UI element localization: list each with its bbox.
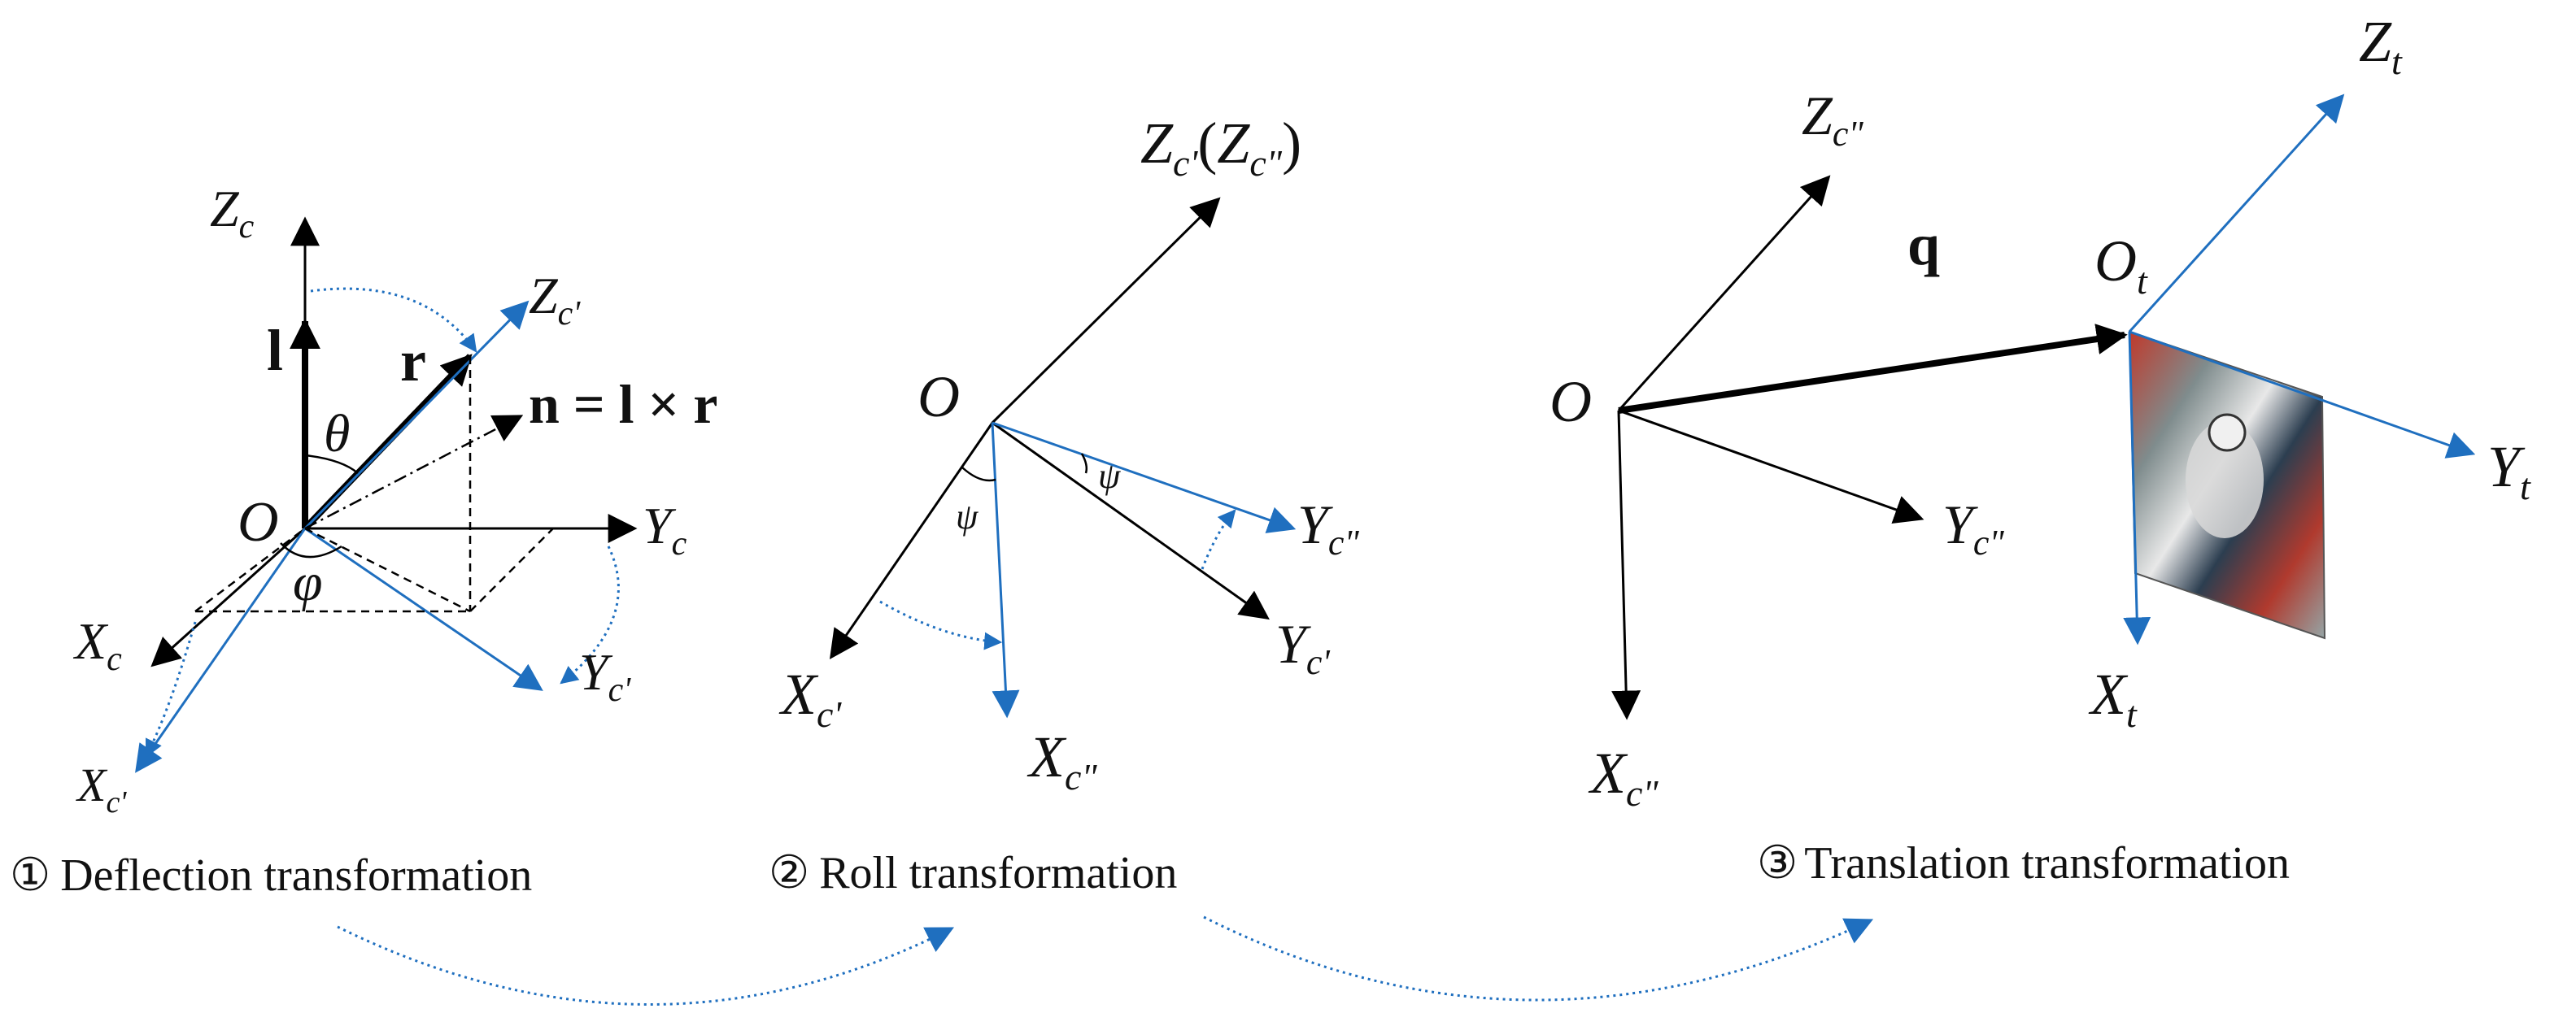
theta-arc	[304, 454, 359, 474]
yc2-axis-roll	[992, 421, 1297, 533]
label-zc: Zc	[210, 180, 255, 246]
zc2-axis-trans	[1617, 175, 1831, 412]
label-yc: Yc	[643, 497, 687, 563]
yt-axis	[2129, 330, 2476, 459]
phi-arc	[280, 542, 342, 559]
yc1-axis	[304, 527, 543, 691]
label-n-equation: n = l × r	[529, 373, 717, 435]
label-theta: θ	[324, 404, 350, 463]
connector-2-3	[1203, 915, 1874, 1002]
label-origin1: O	[238, 491, 279, 554]
n-vector	[304, 415, 524, 530]
zt-axis	[2128, 93, 2345, 333]
proj-diagonal	[304, 527, 471, 613]
psi-arc-y	[1080, 453, 1088, 474]
label-r: r	[400, 328, 426, 393]
label-yc2-roll: Yc"	[1297, 493, 1359, 563]
xc2-axis-trans	[1611, 410, 1641, 720]
label-xc2-roll: Xc"	[1026, 724, 1097, 798]
label-yc2-trans: Yc"	[1942, 493, 2004, 563]
label-xc2-trans: Xc"	[1588, 741, 1658, 814]
yc2-axis-trans	[1618, 409, 1924, 524]
arc-y-rotation	[560, 546, 620, 685]
label-psi1: ψ	[956, 497, 979, 537]
label-zc2-trans: Zc"	[1802, 85, 1863, 154]
label-xc: Xc	[72, 612, 122, 678]
arc-x-roll	[879, 600, 1003, 650]
label-xc1-roll: Xc'	[778, 662, 842, 735]
xc1-axis-roll	[829, 422, 994, 659]
label-zt: Zt	[2359, 9, 2403, 82]
label-xt: Xt	[2088, 662, 2138, 735]
panel-deflection: Zc Zc' l r n = l × r θ O φ Yc Yc' Xc Xc'…	[10, 180, 717, 901]
label-yt: Yt	[2487, 434, 2531, 507]
zc1-axis	[303, 300, 530, 530]
proj-right	[469, 528, 554, 612]
proj-left	[194, 528, 306, 612]
q-vector	[1618, 324, 2128, 414]
yc1-axis-roll	[992, 421, 1270, 620]
label-zc1: Zc'	[529, 267, 581, 333]
arc-z-rotation	[310, 287, 477, 353]
z-axis-roll	[991, 197, 1221, 424]
xc2-axis-roll	[991, 422, 1020, 719]
label-yc1: Yc'	[579, 643, 631, 709]
label-ot: Ot	[2094, 228, 2148, 302]
arc-y-roll	[1201, 509, 1236, 570]
label-z-roll: Zc'(Zc")	[1140, 111, 1301, 184]
label-psi2: ψ	[1098, 456, 1121, 496]
label-yc1-roll: Yc'	[1275, 613, 1331, 682]
xc-axis	[150, 527, 307, 667]
label-origin2: O	[918, 364, 960, 429]
label-l: l	[267, 318, 283, 383]
label-q: q	[1907, 212, 1940, 277]
psi-arc-x	[961, 467, 996, 482]
label-xc1: Xc'	[76, 759, 127, 819]
target-figure	[2186, 421, 2264, 538]
label-origin3: O	[1550, 369, 1592, 434]
target-figure-head	[2208, 413, 2247, 452]
label-phi: φ	[293, 553, 323, 612]
connector-1-2	[337, 925, 955, 1006]
xt-axis	[2123, 331, 2151, 646]
arc-x-rotation	[145, 621, 197, 758]
xc1-axis	[135, 528, 307, 773]
